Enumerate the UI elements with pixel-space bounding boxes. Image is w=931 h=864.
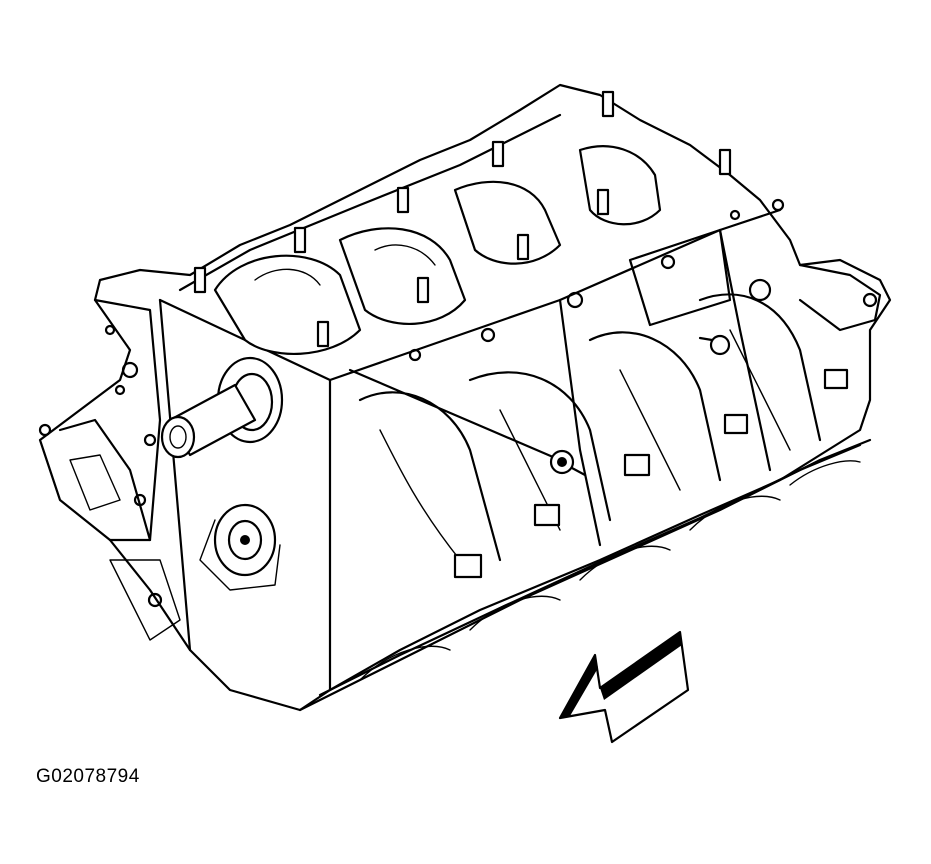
- block-side-ribs: [358, 293, 849, 579]
- arrow-down-left-icon: [558, 630, 690, 744]
- cam-sprocket: [199, 503, 281, 591]
- main-cap-studs: [193, 90, 732, 348]
- knock-sensor: [698, 334, 731, 356]
- rear-flange: [408, 198, 882, 362]
- engine-block-outline: [38, 83, 892, 712]
- crankshaft-snout: [160, 356, 284, 459]
- oil-pan-rail: [298, 438, 872, 712]
- crankshaft-main-journals: [213, 145, 662, 355]
- block-plug: [549, 449, 587, 477]
- figure-code: G02078794: [36, 766, 140, 787]
- front-cover-face: [38, 298, 181, 641]
